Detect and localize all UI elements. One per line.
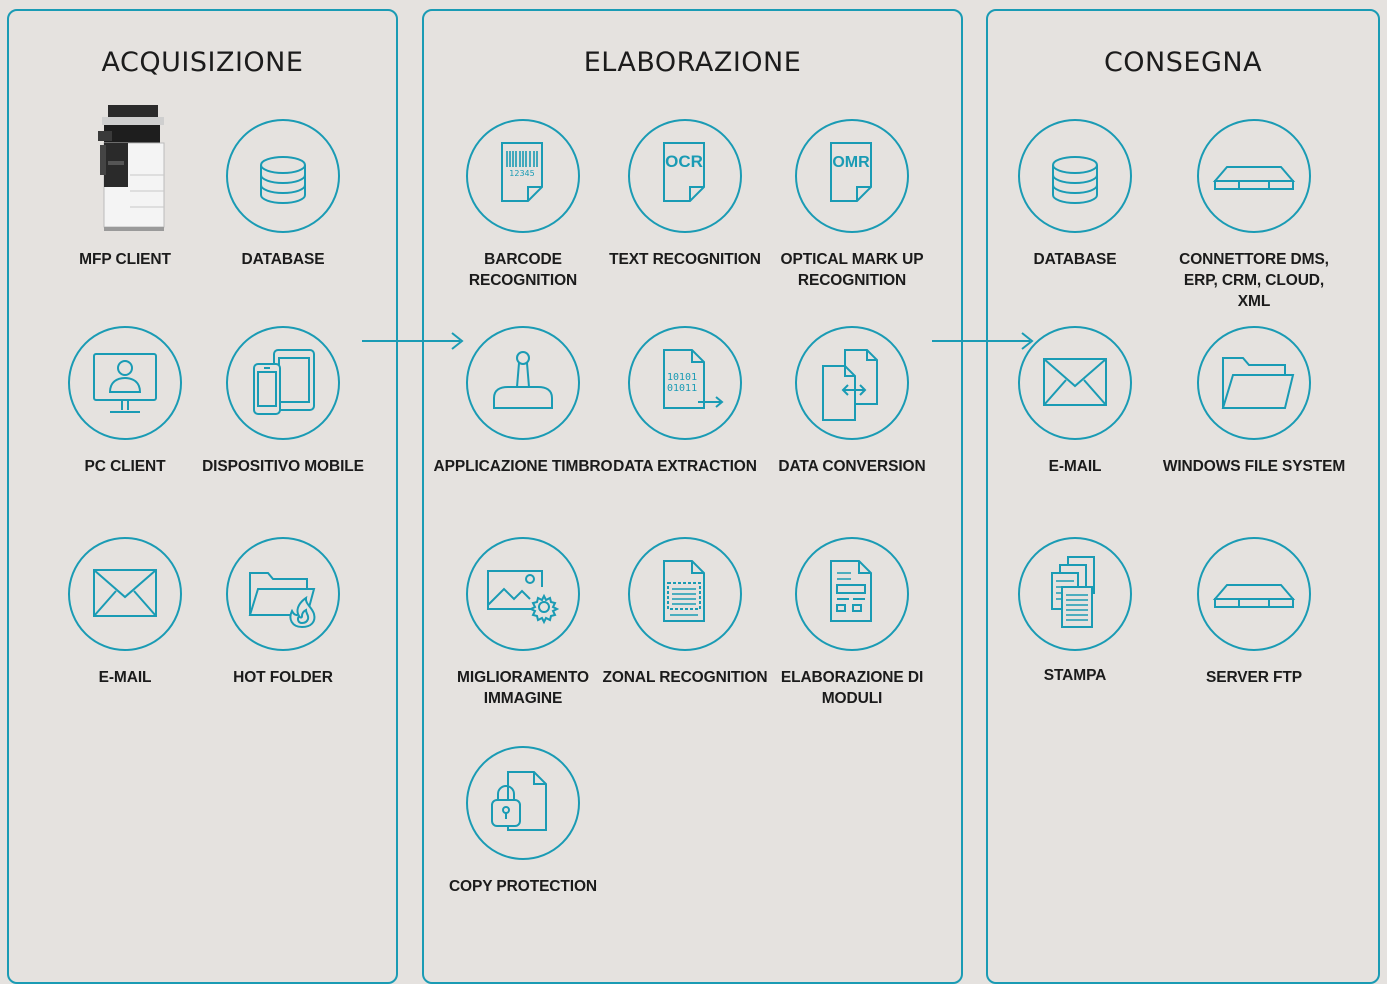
database-icon — [260, 156, 306, 204]
item-circle — [1018, 326, 1132, 440]
omr-document-icon: OMR — [830, 142, 872, 202]
zonal-document-icon — [663, 560, 705, 622]
document-conversion-icon — [822, 349, 878, 421]
item-circle — [466, 326, 580, 440]
item-label: PC CLIENT — [84, 458, 166, 475]
envelope-icon — [1043, 358, 1107, 406]
mfp-printer-image — [98, 105, 165, 231]
binary-document-icon: 10101 01011 — [663, 349, 724, 409]
item-label: HOT FOLDER — [233, 669, 333, 686]
item-label: TEXT RECOGNITION — [609, 251, 761, 268]
server-rack-icon — [1212, 584, 1296, 608]
item-label: SERVER FTP — [1205, 669, 1303, 686]
item-label: E-MAIL — [98, 669, 152, 686]
image-settings-icon — [487, 570, 560, 625]
item-circle — [68, 326, 182, 440]
item-circle — [226, 326, 340, 440]
item-circle: OCR — [628, 119, 742, 233]
item-label: DATA CONVERSION — [778, 458, 926, 475]
item-label: MFP CLIENT — [79, 251, 171, 268]
item-label: STAMPA — [1043, 667, 1107, 684]
padlock-document-icon — [491, 771, 547, 831]
ocr-document-icon: OCR — [663, 142, 705, 202]
omr-text: OMR — [832, 154, 870, 171]
folder-icon — [1221, 357, 1295, 409]
item-circle — [226, 119, 340, 233]
flow-arrow-1 — [362, 332, 464, 350]
item-circle — [1197, 119, 1311, 233]
item-label: COPY PROTECTION — [448, 878, 598, 895]
item-circle: OMR — [795, 119, 909, 233]
panel-title: CONSEGNA — [1103, 47, 1263, 78]
item-label: APPLICAZIONE TIMBRO — [433, 458, 613, 475]
item-label: MIGLIORAMENTO IMMAGINE — [457, 669, 589, 707]
acquisizione-panel: ACQUISIZIONE MFP CLIENT — [7, 9, 398, 984]
item-label: WINDOWS FILE SYSTEM — [1162, 458, 1346, 475]
item-label: E-MAIL — [1048, 458, 1102, 475]
item-circle — [628, 537, 742, 651]
pc-client-icon — [93, 353, 157, 413]
form-document-icon — [830, 560, 872, 622]
item-label: DISPOSITIVO MOBILE — [202, 458, 364, 475]
item-label: DATABASE — [241, 251, 325, 268]
item-circle — [466, 537, 580, 651]
item-label: BARCODE RECOGNITION — [468, 251, 578, 289]
item-label: DATABASE — [1033, 251, 1117, 268]
item-circle — [795, 537, 909, 651]
item-label: OPTICAL MARK UP RECOGNITION — [780, 251, 924, 289]
item-circle — [1018, 537, 1132, 651]
barcode-digits: 12345 — [509, 169, 534, 178]
item-circle — [466, 746, 580, 860]
panel-title: ELABORAZIONE — [583, 47, 802, 78]
item-circle — [226, 537, 340, 651]
hot-folder-icon — [248, 572, 316, 629]
barcode-document-icon: 12345 — [501, 142, 543, 202]
printed-documents-icon — [1051, 556, 1095, 628]
server-rack-icon — [1212, 166, 1296, 190]
stamp-icon — [493, 351, 553, 409]
item-circle: 10101 01011 — [628, 326, 742, 440]
item-circle — [795, 326, 909, 440]
item-label: ELABORAZIONE DI MODULI — [780, 669, 924, 707]
envelope-icon — [93, 569, 157, 617]
item-circle — [1018, 119, 1132, 233]
item-label: ZONAL RECOGNITION — [602, 669, 768, 686]
item-label: CONNETTORE DMS, ERP, CRM, CLOUD, XML — [1179, 251, 1329, 310]
binary-line-2: 01011 — [667, 383, 697, 394]
item-circle — [1197, 326, 1311, 440]
binary-line-1: 10101 — [667, 372, 697, 383]
panel-title: ACQUISIZIONE — [101, 47, 304, 78]
consegna-panel: CONSEGNA DATABASE CONNETTORE DMS, ERP, C… — [986, 9, 1380, 984]
flow-arrow-2 — [932, 332, 1034, 350]
item-circle: 12345 — [466, 119, 580, 233]
database-icon — [1052, 156, 1098, 204]
item-label: DATA EXTRACTION — [613, 458, 757, 475]
ocr-text: OCR — [665, 152, 703, 171]
elaborazione-panel: ELABORAZIONE 12345 BARCODE RECOGNITION — [422, 9, 963, 984]
item-circle — [1197, 537, 1311, 651]
mobile-devices-icon — [253, 349, 315, 415]
item-circle — [68, 537, 182, 651]
